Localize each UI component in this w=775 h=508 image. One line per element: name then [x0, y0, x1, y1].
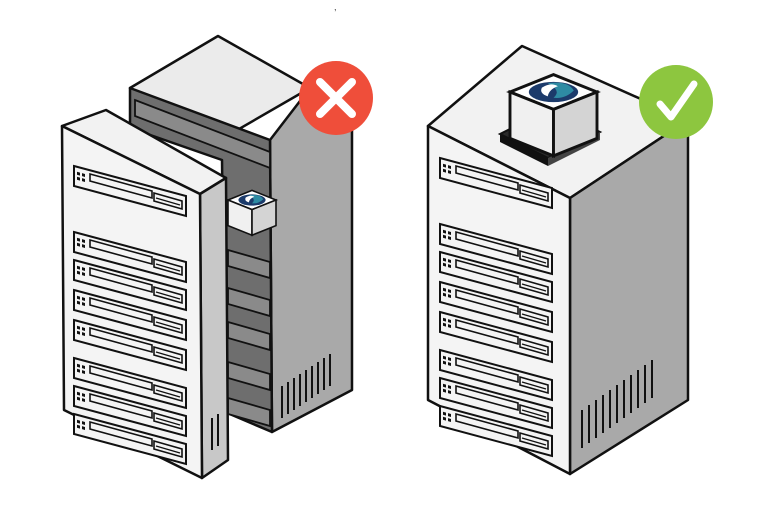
- checkmark-icon: [639, 65, 713, 139]
- logo-device-on-top: [508, 73, 599, 158]
- logo-device-inside: [227, 189, 277, 236]
- server-tower-opened: [60, 34, 354, 480]
- x-mark-icon: [299, 61, 373, 135]
- stray-mark: ,: [334, 2, 337, 12]
- server-tower-closed: [426, 44, 690, 476]
